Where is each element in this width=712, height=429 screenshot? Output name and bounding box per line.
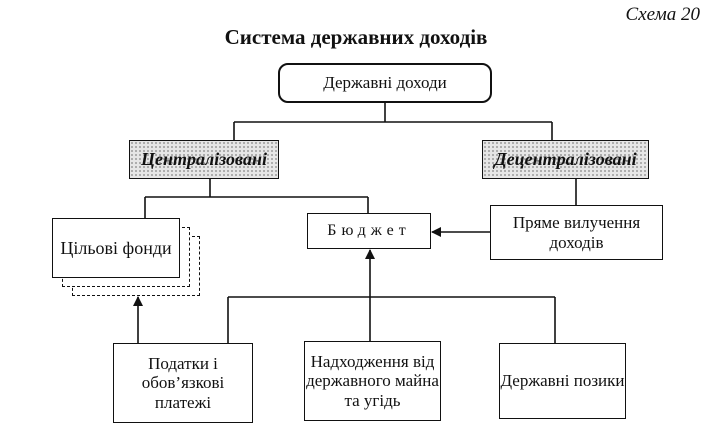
decentralized-node: Децентралізовані bbox=[482, 140, 649, 179]
budget-node: Бюджет bbox=[307, 213, 431, 249]
state-revenues-node: Державні доходи bbox=[278, 63, 492, 103]
taxes-node: Податки і обов’язкові платежі bbox=[113, 343, 253, 423]
direct-withdrawal-node: Пряме вилучення доходів bbox=[490, 205, 663, 260]
diagram-title: Система державних доходів bbox=[224, 25, 488, 49]
state-property-income-node: Надходження від державного майна та угід… bbox=[304, 341, 441, 421]
state-loans-node: Державні позики bbox=[499, 343, 626, 419]
target-funds-node: Цільові фонди bbox=[52, 218, 180, 278]
scheme-number-label: Схема 20 bbox=[625, 4, 700, 25]
centralized-node: Централізовані bbox=[129, 140, 279, 179]
